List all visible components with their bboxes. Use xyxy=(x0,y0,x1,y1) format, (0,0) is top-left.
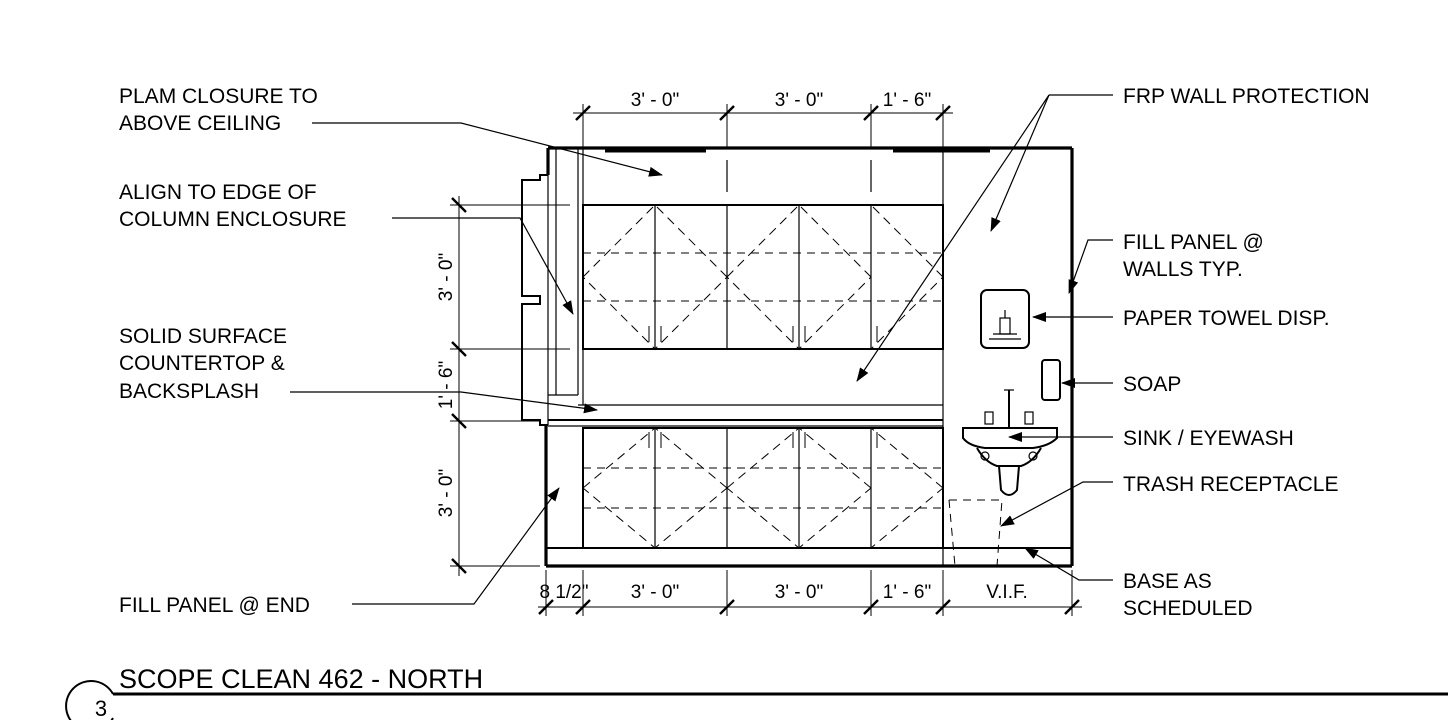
note-plam-closure-line2: ABOVE CEILING xyxy=(119,112,281,135)
dim-bottom-2: 3' - 0" xyxy=(631,582,679,603)
leader-fill-panel-walls xyxy=(1068,239,1113,294)
note-solid-surface-line2: COUNTERTOP & xyxy=(119,352,285,375)
leader-base xyxy=(1024,547,1113,581)
lower-cabinets xyxy=(546,426,1072,550)
note-trash: TRASH RECEPTACLE xyxy=(1123,473,1339,496)
dim-bottom-4: 1' - 6" xyxy=(883,582,931,603)
title-bubble xyxy=(65,680,114,720)
note-fill-panel-walls-line1: FILL PANEL @ xyxy=(1123,231,1264,254)
room-outline xyxy=(544,146,1074,568)
paper-towel-dispenser xyxy=(980,289,1030,349)
drawing-title-block: 3 SCOPE CLEAN 462 - NORTH xyxy=(65,664,1448,720)
leader-fill-panel-end xyxy=(352,487,560,605)
note-sink: SINK / EYEWASH xyxy=(1123,427,1294,450)
leader-plam-closure xyxy=(312,122,663,177)
leader-align-edge xyxy=(392,217,574,315)
upper-cabinets xyxy=(582,148,944,566)
leader-trash xyxy=(1000,481,1113,527)
dim-top-3: 1' - 6" xyxy=(883,90,931,111)
note-solid-surface-line1: SOLID SURFACE xyxy=(119,325,287,348)
top-dimension-string xyxy=(573,104,953,148)
dim-bottom-3: 3' - 0" xyxy=(775,582,823,603)
note-paper-towel: PAPER TOWEL DISP. xyxy=(1123,307,1330,330)
leader-frp-1 xyxy=(856,94,1050,382)
dim-bottom-1: 8 1/2" xyxy=(539,582,588,603)
note-base-line2: SCHEDULED xyxy=(1123,597,1253,620)
note-align-edge-line2: COLUMN ENCLOSURE xyxy=(119,208,347,231)
note-base-line1: BASE AS xyxy=(1123,570,1212,593)
note-frp-wall: FRP WALL PROTECTION xyxy=(1123,85,1370,108)
dim-bottom-5: V.I.F. xyxy=(986,582,1028,603)
column-enclosure xyxy=(521,148,579,426)
dim-top-2: 3' - 0" xyxy=(775,90,823,111)
bottom-dimension-string xyxy=(538,570,1082,616)
title-text: SCOPE CLEAN 462 - NORTH xyxy=(119,664,483,694)
countertop xyxy=(548,404,943,427)
note-plam-closure-line1: PLAM CLOSURE TO xyxy=(119,85,318,108)
title-number: 3 xyxy=(95,696,107,720)
dim-top-1: 3' - 0" xyxy=(631,90,679,111)
dim-left-2: 1' - 6" xyxy=(436,361,457,409)
dim-left-3: 3' - 0" xyxy=(436,469,457,517)
sink-eyewash xyxy=(962,389,1058,496)
note-align-edge-line1: ALIGN TO EDGE OF xyxy=(119,181,317,204)
soap-dispenser xyxy=(1041,359,1061,401)
note-fill-panel-end: FILL PANEL @ END xyxy=(119,594,310,617)
leader-frp-2 xyxy=(990,94,1050,232)
left-dimension-string xyxy=(450,196,570,576)
note-fill-panel-walls-line2: WALLS TYP. xyxy=(1123,258,1243,281)
leader-solid-surface xyxy=(290,391,598,414)
trash-receptacle xyxy=(948,499,1003,567)
note-soap: SOAP xyxy=(1123,373,1181,396)
note-solid-surface-line3: BACKSPLASH xyxy=(119,380,259,403)
dim-left-1: 3' - 0" xyxy=(436,253,457,301)
